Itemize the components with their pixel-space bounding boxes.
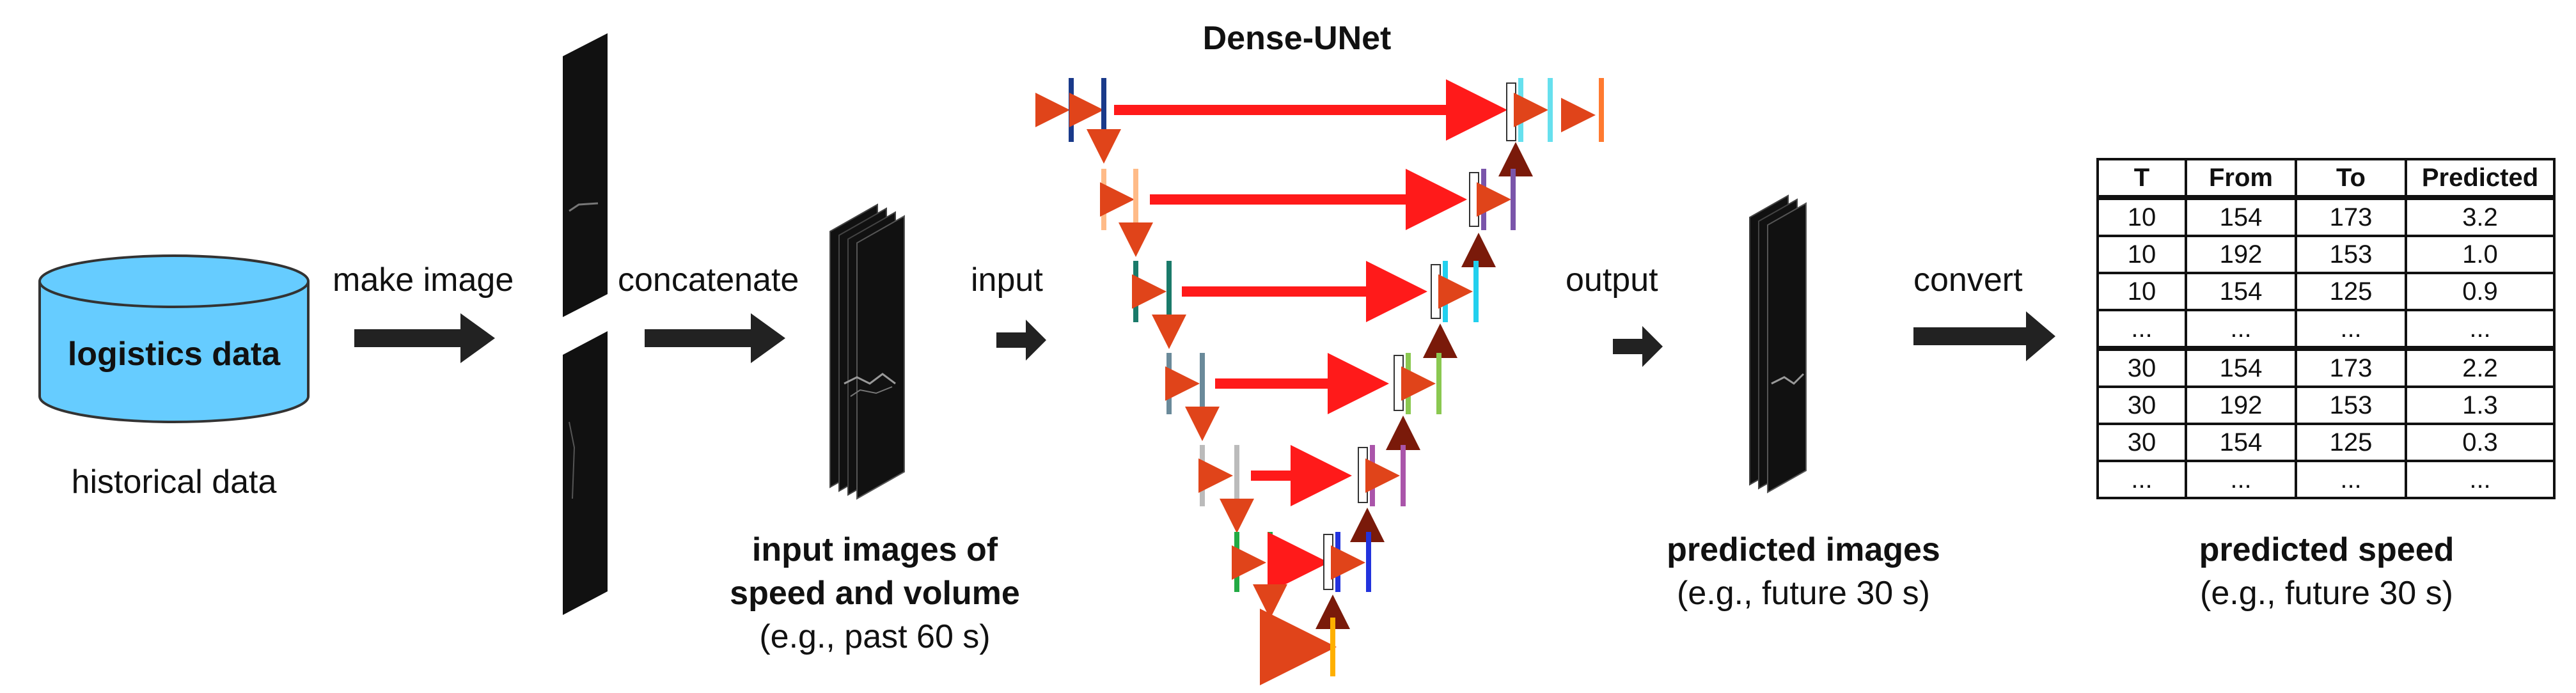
cell-from: 154 (2185, 195, 2297, 237)
cell-to: ... (2295, 460, 2407, 499)
input-images-title-line1: input images of (751, 531, 998, 568)
cell-to: 153 (2295, 385, 2407, 425)
cell-t: 30 (2096, 347, 2187, 388)
cell-to: 125 (2295, 272, 2407, 311)
output-label: output (1566, 261, 1658, 299)
cell-predicted: 2.2 (2405, 347, 2556, 388)
input-images-caption: input images of speed and volume (e.g., … (683, 528, 1067, 658)
predicted-images-title: predicted images (1667, 531, 1940, 568)
table-row: 30 154 173 2.2 (2096, 347, 2556, 388)
cell-from: 154 (2185, 423, 2297, 462)
input-label: input (971, 261, 1043, 299)
cell-t: 30 (2096, 385, 2187, 425)
cell-predicted: ... (2405, 460, 2556, 499)
table-row: 10 154 173 3.2 (2096, 195, 2556, 237)
header-from: From (2185, 158, 2297, 199)
convert-arrow (1913, 311, 2055, 361)
predicted-speed-title: predicted speed (2199, 531, 2454, 568)
output-arrow (1613, 326, 1663, 367)
predicted-image-stack (1749, 194, 1807, 494)
input-image-stack (829, 203, 905, 500)
cell-predicted: 0.3 (2405, 423, 2556, 462)
cell-from: ... (2185, 309, 2297, 351)
cell-from: ... (2185, 460, 2297, 499)
table-row: 30 154 125 0.3 (2096, 423, 2556, 462)
cell-t: 10 (2096, 195, 2187, 237)
cell-predicted: ... (2405, 309, 2556, 351)
predicted-images-caption: predicted images (e.g., future 30 s) (1612, 528, 1995, 615)
convert-label: convert (1913, 261, 2023, 299)
dense-unet-title: Dense-UNet (1202, 20, 1392, 57)
predicted-images-subtitle: (e.g., future 30 s) (1677, 575, 1930, 612)
cell-to: 173 (2295, 195, 2407, 237)
historical-data-caption: historical data (71, 463, 277, 501)
cell-to: 153 (2295, 235, 2407, 274)
cylinder-label: logistics data (67, 336, 281, 373)
table-row: 10 192 153 1.0 (2096, 235, 2556, 274)
cell-from: 154 (2185, 272, 2297, 311)
input-arrow (996, 320, 1046, 361)
make-image-label: make image (333, 261, 514, 299)
table-row: ... ... ... ... (2096, 309, 2556, 351)
cell-from: 154 (2185, 347, 2297, 388)
header-t: T (2096, 158, 2187, 199)
table-row: 10 154 125 0.9 (2096, 272, 2556, 311)
cell-t: 10 (2096, 235, 2187, 274)
cell-t: 10 (2096, 272, 2187, 311)
predicted-speed-caption: predicted speed (e.g., future 30 s) (2135, 528, 2518, 615)
cell-to: 173 (2295, 347, 2407, 388)
table-row: ... ... ... ... (2096, 460, 2556, 499)
cell-to: ... (2295, 309, 2407, 351)
dense-unet-diagram (1035, 78, 1604, 685)
concatenate-arrow (645, 313, 785, 363)
table-header-row: T From To Predicted (2096, 158, 2556, 199)
cell-from: 192 (2185, 235, 2297, 274)
cell-predicted: 1.0 (2405, 235, 2556, 274)
cell-predicted: 0.9 (2405, 272, 2556, 311)
predicted-speed-table: T From To Predicted 10 154 173 3.2 10 19… (2096, 158, 2556, 499)
cell-predicted: 1.3 (2405, 385, 2556, 425)
cell-from: 192 (2185, 385, 2297, 425)
cell-to: 125 (2295, 423, 2407, 462)
predicted-speed-subtitle: (e.g., future 30 s) (2200, 575, 2453, 612)
cell-predicted: 3.2 (2405, 195, 2556, 237)
header-predicted: Predicted (2405, 158, 2556, 199)
cell-t: ... (2096, 460, 2187, 499)
make-image-arrow (354, 313, 495, 363)
table-row: 30 192 153 1.3 (2096, 385, 2556, 425)
header-to: To (2295, 158, 2407, 199)
image-strip-bottom (563, 331, 608, 615)
input-images-subtitle: (e.g., past 60 s) (759, 618, 991, 655)
cell-t: 30 (2096, 423, 2187, 462)
logistics-data-cylinder (38, 254, 310, 423)
concatenate-label: concatenate (618, 261, 799, 299)
cell-t: ... (2096, 309, 2187, 351)
input-images-title-line2: speed and volume (730, 575, 1020, 612)
image-strip-top (563, 33, 608, 317)
